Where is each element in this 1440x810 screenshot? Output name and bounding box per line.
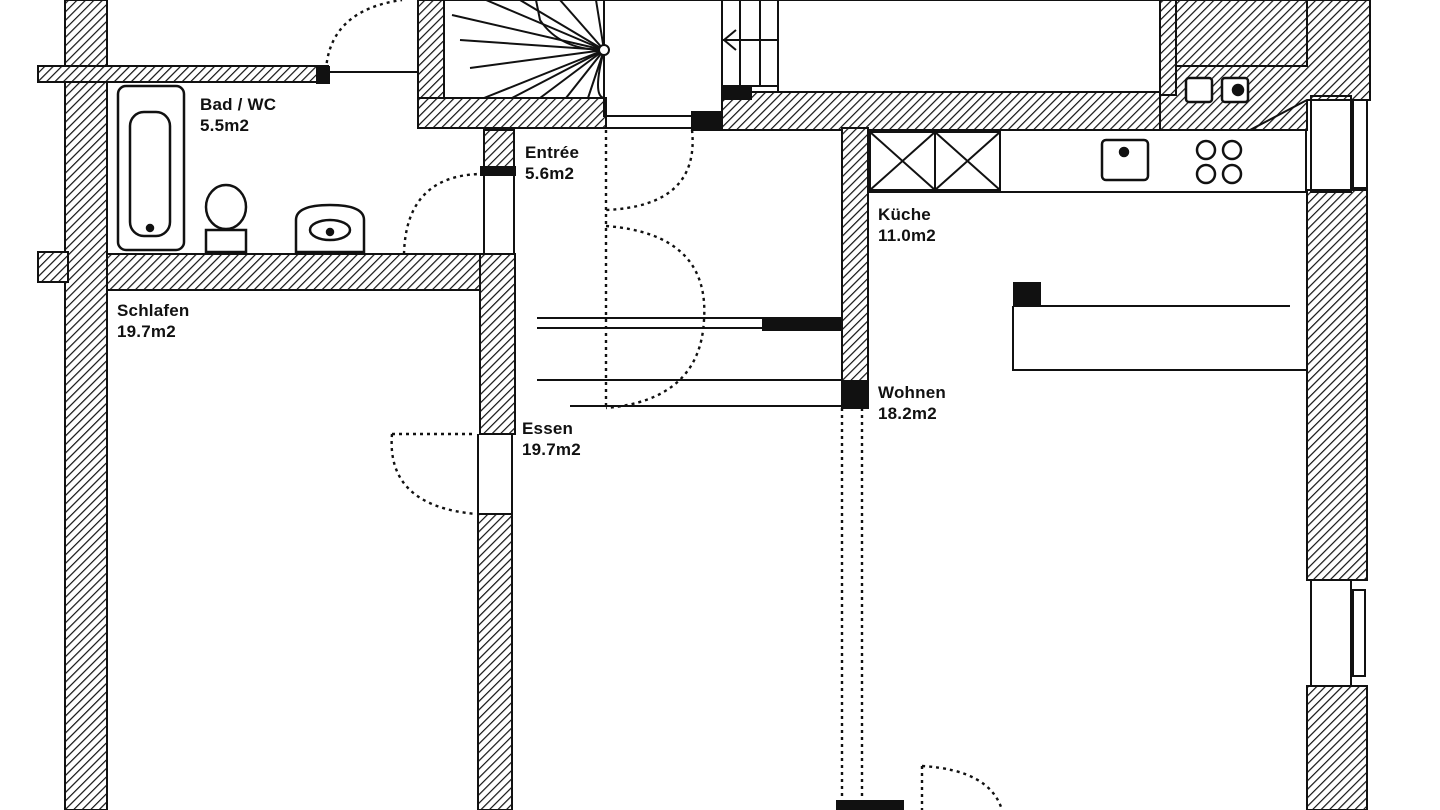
sink-icon [294,203,366,254]
room-area: 18.2m2 [878,404,937,423]
room-area: 19.7m2 [117,322,176,341]
door-swing-dining [605,224,706,410]
room-label-schlafen: Schlafen 19.7m2 [117,300,189,342]
bath-fixtures [116,84,366,254]
room-area: 11.0m2 [878,226,936,245]
room-name: Bad / WC [200,95,277,114]
room-area: 5.6m2 [525,164,575,183]
wall-bath-bedroom [106,253,516,291]
kitchen-sink-icon [1100,138,1150,182]
door-swing-entree [605,129,694,212]
wall-right-lower [1306,685,1368,810]
room-name: Wohnen [878,383,946,402]
wall-stair-bottom [417,97,607,129]
room-name: Entrée [525,143,580,162]
room-name: Schlafen [117,301,190,320]
wall-right-upper [1306,189,1368,581]
door-swings [324,0,1004,810]
room-name: Küche [878,205,931,224]
room-label-bad: Bad / WC 5.5m2 [200,94,276,136]
wall-top-left [37,65,329,83]
wall-stub-left [37,251,69,283]
solid-details [316,66,1041,810]
stove-icon [1195,139,1243,185]
room-area: 19.7m2 [522,440,581,459]
door-swing-living-bottom [921,764,1004,810]
wall-kitchen-dining [841,127,869,409]
room-label-wohnen: Wohnen 18.2m2 [878,382,946,424]
kitchen-island [1012,305,1306,371]
kitchen-fixtures [1100,76,1250,185]
kitchen-counter [867,129,1307,193]
toilet-icon [204,183,248,254]
door-swing-bath-top [324,0,403,71]
room-label-entree: Entrée 5.6m2 [525,142,579,184]
wall-top-divider [1159,0,1177,96]
plan-lines [330,0,1368,687]
room-label-essen: Essen 19.7m2 [522,418,581,460]
room-name: Essen [522,419,574,438]
door-swing-bedroom [390,433,477,516]
wall-bedroom-dining-upper [479,253,516,435]
wall-left-exterior [64,0,108,810]
spiral-stair [451,0,610,99]
wall-bedroom-dining-lower [477,513,513,810]
room-label-kueche: Küche 11.0m2 [878,204,936,246]
room-area: 5.5m2 [200,116,250,135]
door-swing-bath [402,172,481,255]
outlet-icons [1184,76,1250,104]
